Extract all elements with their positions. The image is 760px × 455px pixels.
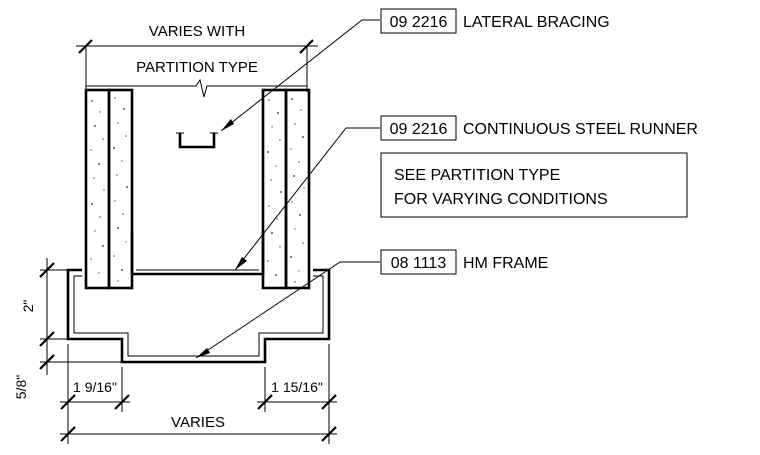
callout-lateral-bracing-code: 09 2216 bbox=[390, 14, 448, 31]
vertical-dimension-2in: 2" bbox=[20, 300, 36, 313]
top-dimension-line1: VARIES WITH bbox=[149, 23, 245, 40]
callout-steel-runner-label: CONTINUOUS STEEL RUNNER bbox=[463, 121, 698, 138]
callout-steel-runner-code: 09 2216 bbox=[390, 121, 448, 138]
right-gypsum-board bbox=[261, 88, 311, 290]
right-jamb-dimension-label: 1 15/16" bbox=[271, 379, 323, 395]
top-dimension-line2: PARTITION TYPE bbox=[136, 59, 258, 76]
top-dimension: VARIES WITH PARTITION TYPE bbox=[76, 23, 318, 98]
lateral-bracing-channel bbox=[176, 132, 218, 149]
vertical-dimension-58: 5/8" bbox=[13, 375, 29, 399]
note-line1: SEE PARTITION TYPE bbox=[394, 167, 560, 184]
left-board-texture bbox=[90, 97, 128, 282]
note-box: SEE PARTITION TYPE FOR VARYING CONDITION… bbox=[380, 152, 688, 218]
left-jamb-dimension: 1 9/16" bbox=[60, 344, 130, 412]
callout-hm-frame: 08 1113 HM FRAME bbox=[380, 249, 548, 275]
left-jamb-dimension-label: 1 9/16" bbox=[73, 379, 117, 395]
bottom-dimension: VARIES bbox=[60, 412, 337, 444]
steel-runner bbox=[130, 232, 265, 276]
callout-hm-frame-label: HM FRAME bbox=[463, 255, 548, 272]
callout-lateral-bracing: 09 2216 LATERAL BRACING bbox=[380, 8, 610, 34]
leader-lines bbox=[195, 19, 380, 359]
hm-frame-profile bbox=[66, 268, 331, 364]
note-line2: FOR VARYING CONDITIONS bbox=[394, 191, 608, 208]
bottom-dimension-label: VARIES bbox=[171, 414, 225, 431]
vertical-dimension: 2" 5/8" bbox=[13, 258, 122, 399]
break-line bbox=[86, 78, 307, 98]
callout-lateral-bracing-label: LATERAL BRACING bbox=[463, 14, 610, 31]
callout-hm-frame-code: 08 1113 bbox=[391, 255, 447, 272]
right-jamb-dimension: 1 15/16" bbox=[257, 344, 337, 412]
right-board-texture bbox=[267, 98, 305, 283]
left-gypsum-board bbox=[84, 88, 134, 290]
callout-steel-runner: 09 2216 CONTINUOUS STEEL RUNNER bbox=[380, 115, 698, 141]
